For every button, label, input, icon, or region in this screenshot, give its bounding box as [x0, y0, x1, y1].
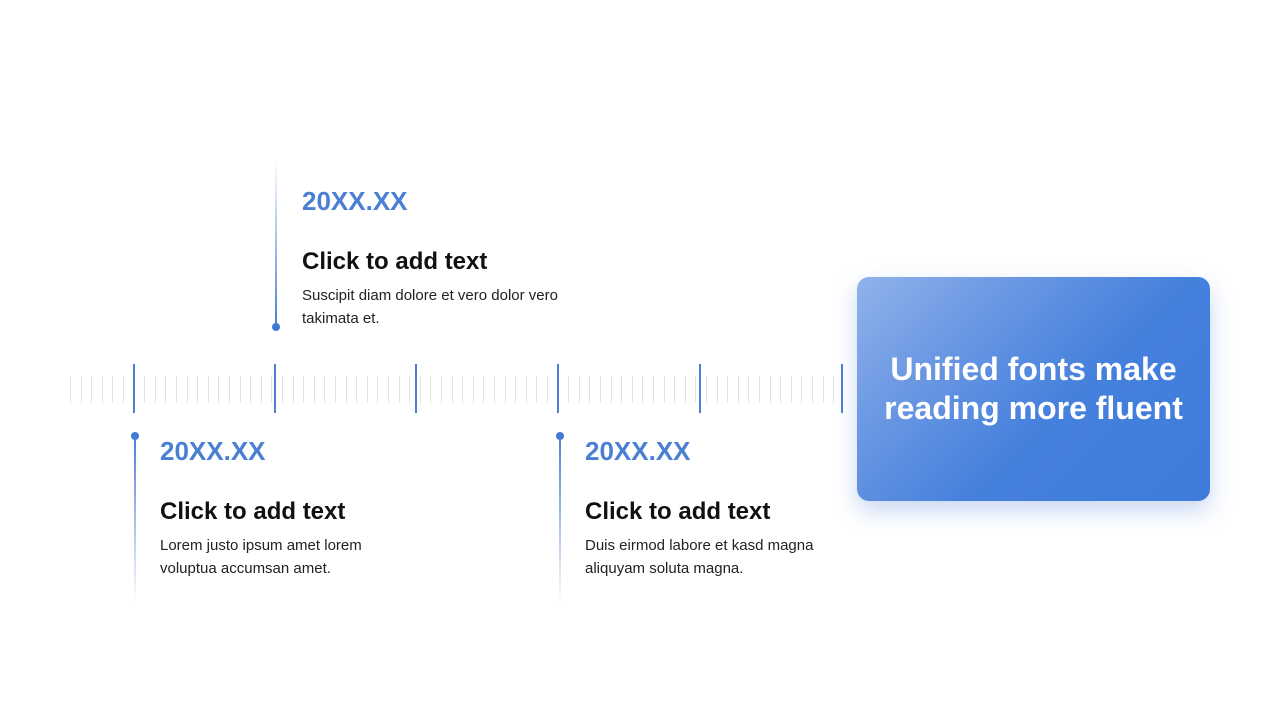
ruler-minor-tick	[494, 376, 495, 403]
milestone-2-date: 20XX.XX	[160, 436, 266, 466]
ruler-minor-tick	[208, 376, 209, 403]
ruler-minor-tick	[420, 376, 421, 403]
ruler-minor-tick	[81, 376, 82, 403]
ruler-minor-tick	[695, 376, 696, 403]
ruler-minor-tick	[91, 376, 92, 403]
ruler-major-tick	[415, 364, 417, 413]
ruler-major-tick	[274, 364, 276, 413]
ruler-minor-tick	[759, 376, 760, 403]
ruler-minor-tick	[197, 376, 198, 403]
ruler-minor-tick	[611, 376, 612, 403]
ruler-minor-tick	[653, 376, 654, 403]
ruler-minor-tick	[430, 376, 431, 403]
ruler-minor-tick	[250, 376, 251, 403]
ruler-minor-tick	[176, 376, 177, 403]
ruler-minor-tick	[812, 376, 813, 403]
ruler-minor-tick	[791, 376, 792, 403]
callout-card[interactable]: Unified fonts make reading more fluent	[857, 277, 1210, 501]
ruler-minor-tick	[303, 376, 304, 403]
ruler-minor-tick	[314, 376, 315, 403]
ruler-minor-tick	[144, 376, 145, 403]
ruler-minor-tick	[738, 376, 739, 403]
ruler-minor-tick	[282, 376, 283, 403]
ruler-minor-tick	[261, 376, 262, 403]
ruler-minor-tick	[155, 376, 156, 403]
milestone-3-title[interactable]: Click to add text	[585, 498, 771, 525]
ruler-minor-tick	[823, 376, 824, 403]
ruler-minor-tick	[356, 376, 357, 403]
milestone-3-date: 20XX.XX	[585, 436, 691, 466]
milestone-1-title[interactable]: Click to add text	[302, 248, 488, 275]
ruler-minor-tick	[706, 376, 707, 403]
ruler-minor-tick	[642, 376, 643, 403]
ruler-minor-tick	[589, 376, 590, 403]
ruler-major-tick	[133, 364, 135, 413]
ruler-minor-tick	[293, 376, 294, 403]
ruler-minor-tick	[748, 376, 749, 403]
timeline-ruler	[0, 360, 860, 420]
ruler-minor-tick	[240, 376, 241, 403]
ruler-minor-tick	[515, 376, 516, 403]
ruler-minor-tick	[568, 376, 569, 403]
milestone-2: 20XX.XX Click to add text Lorem justo ip…	[160, 436, 440, 580]
ruler-minor-tick	[780, 376, 781, 403]
ruler-minor-tick	[335, 376, 336, 403]
ruler-minor-tick	[579, 376, 580, 403]
ruler-minor-tick	[462, 376, 463, 403]
ruler-minor-tick	[600, 376, 601, 403]
ruler-minor-tick	[112, 376, 113, 403]
ruler-minor-tick	[505, 376, 506, 403]
ruler-minor-tick	[674, 376, 675, 403]
ruler-minor-tick	[717, 376, 718, 403]
ruler-minor-tick	[409, 376, 410, 403]
ruler-minor-tick	[727, 376, 728, 403]
ruler-minor-tick	[770, 376, 771, 403]
ruler-major-tick	[699, 364, 701, 413]
ruler-minor-tick	[833, 376, 834, 403]
ruler-minor-tick	[218, 376, 219, 403]
milestone-1-dot	[272, 323, 280, 331]
ruler-minor-tick	[346, 376, 347, 403]
ruler-minor-tick	[102, 376, 103, 403]
milestone-1-date: 20XX.XX	[302, 186, 408, 216]
ruler-minor-tick	[399, 376, 400, 403]
ruler-minor-tick	[123, 376, 124, 403]
ruler-minor-tick	[632, 376, 633, 403]
milestone-3-description[interactable]: Duis eirmod labore et kasd magna aliquya…	[585, 537, 814, 577]
ruler-minor-tick	[685, 376, 686, 403]
ruler-minor-tick	[526, 376, 527, 403]
ruler-minor-tick	[70, 376, 71, 403]
milestone-2-description[interactable]: Lorem justo ipsum amet lorem voluptua ac…	[160, 537, 362, 577]
ruler-minor-tick	[473, 376, 474, 403]
ruler-minor-tick	[801, 376, 802, 403]
ruler-minor-tick	[664, 376, 665, 403]
ruler-minor-tick	[229, 376, 230, 403]
ruler-minor-tick	[536, 376, 537, 403]
milestone-3: 20XX.XX Click to add text Duis eirmod la…	[585, 436, 865, 580]
milestone-1-description[interactable]: Suscipit diam dolore et vero dolor vero …	[302, 287, 558, 327]
milestone-3-connector	[559, 436, 561, 604]
ruler-minor-tick	[441, 376, 442, 403]
milestone-1-connector	[275, 160, 277, 326]
ruler-minor-tick	[483, 376, 484, 403]
ruler-minor-tick	[547, 376, 548, 403]
ruler-minor-tick	[367, 376, 368, 403]
ruler-major-tick	[557, 364, 559, 413]
callout-text[interactable]: Unified fonts make reading more fluent	[884, 351, 1183, 426]
ruler-minor-tick	[324, 376, 325, 403]
ruler-major-tick	[841, 364, 843, 413]
ruler-minor-tick	[187, 376, 188, 403]
ruler-minor-tick	[621, 376, 622, 403]
ruler-minor-tick	[388, 376, 389, 403]
milestone-2-title[interactable]: Click to add text	[160, 498, 346, 525]
ruler-minor-tick	[165, 376, 166, 403]
ruler-minor-tick	[271, 376, 272, 403]
ruler-minor-tick	[452, 376, 453, 403]
milestone-1: 20XX.XX Click to add text Suscipit diam …	[302, 186, 582, 330]
milestone-2-connector	[134, 436, 136, 604]
ruler-minor-tick	[377, 376, 378, 403]
